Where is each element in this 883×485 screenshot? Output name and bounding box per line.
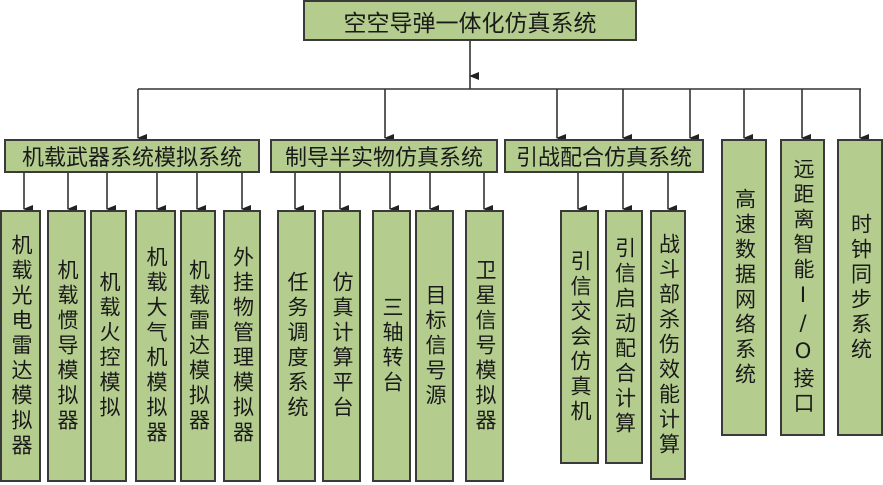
leaf-node: 三轴转台 (372, 210, 411, 482)
leaf-node: 机载火控模拟 (90, 210, 127, 482)
root-node: 空空导弹一体化仿真系统 (303, 0, 637, 41)
leaf-node: 战斗部杀伤效能计算 (650, 210, 686, 480)
leaf-node: 机载光电雷达模拟器 (0, 210, 41, 482)
group-fuze-warhead: 引战配合仿真系统 (504, 139, 704, 173)
leaf-node: 外挂物管理模拟器 (223, 210, 261, 482)
node-clock-sync: 时钟同步系统 (837, 139, 883, 436)
leaf-node: 机载雷达模拟器 (180, 210, 216, 482)
leaf-node: 目标信号源 (415, 210, 454, 482)
leaf-node: 卫星信号模拟器 (465, 210, 504, 482)
leaf-node: 任务调度系统 (277, 210, 316, 482)
group-guidance-hil: 制导半实物仿真系统 (270, 139, 498, 173)
group-airborne-weapons: 机载武器系统模拟系统 (4, 139, 260, 173)
leaf-node: 机载大气机模拟器 (135, 210, 176, 482)
leaf-node: 机载惯导模拟器 (47, 210, 86, 482)
leaf-node: 引信交会仿真机 (560, 210, 599, 464)
leaf-node: 引信启动配合计算 (605, 210, 643, 464)
node-high-speed-network: 高速数据网络系统 (721, 139, 767, 436)
leaf-node: 仿真计算平台 (322, 210, 361, 482)
node-remote-io: 远距离智能I/O接口 (780, 139, 825, 436)
